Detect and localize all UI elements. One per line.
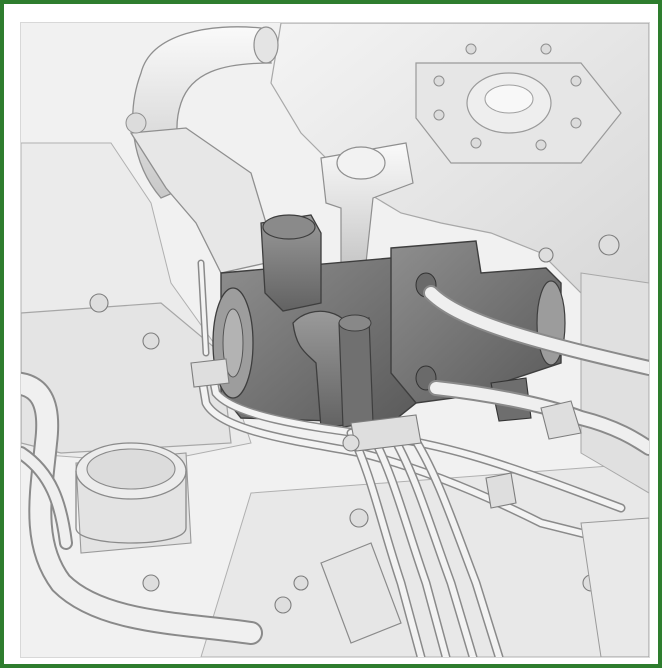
mounting-bracket xyxy=(320,517,649,657)
illustration-panel xyxy=(20,22,650,658)
breather-tube xyxy=(320,142,414,264)
clamps-and-fittings xyxy=(89,234,620,614)
oil-filler-port xyxy=(75,442,192,554)
coolant-hoses xyxy=(21,371,263,645)
engine-illustration xyxy=(21,23,649,657)
